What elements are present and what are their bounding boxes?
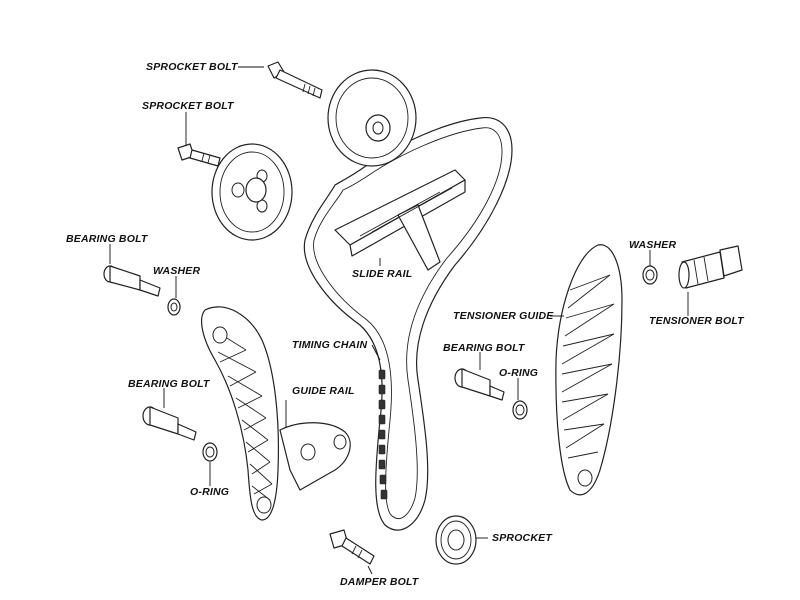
cam-sprocket-mid xyxy=(211,143,293,241)
label-sprocket: SPROCKET xyxy=(492,532,552,544)
cam-sprocket-top xyxy=(327,69,417,167)
o-ring-right xyxy=(512,400,528,420)
label-sprocket-bolt-top: SPROCKET BOLT xyxy=(146,61,238,73)
leader-lines xyxy=(109,66,689,575)
bearing-bolt-left xyxy=(103,265,161,297)
washer-right xyxy=(642,265,658,285)
o-ring-left xyxy=(202,442,218,462)
label-washer-right: WASHER xyxy=(629,239,677,251)
sprocket-bolt-top xyxy=(267,61,323,99)
bearing-bolt-lower xyxy=(142,406,197,441)
tensioner-guide xyxy=(555,244,623,496)
label-bearing-bolt-lower: BEARING BOLT xyxy=(128,378,210,390)
label-bearing-bolt-left: BEARING BOLT xyxy=(66,233,148,245)
washer-left xyxy=(167,298,181,316)
label-guide-rail: GUIDE RAIL xyxy=(292,385,355,397)
bearing-bolt-right xyxy=(454,368,505,401)
crank-sprocket xyxy=(435,515,477,565)
label-tensioner-guide: TENSIONER GUIDE xyxy=(453,310,554,322)
sprocket-bolt-mid xyxy=(177,143,221,167)
label-washer-left: WASHER xyxy=(153,265,201,277)
label-sprocket-bolt-mid: SPROCKET BOLT xyxy=(142,100,234,112)
tensioner-bolt xyxy=(678,245,743,289)
label-tensioner-bolt: TENSIONER BOLT xyxy=(649,315,744,327)
label-slide-rail: SLIDE RAIL xyxy=(352,268,413,280)
label-o-ring-right: O-RING xyxy=(499,367,539,379)
slide-rail xyxy=(334,169,466,271)
damper-bolt xyxy=(329,529,375,565)
label-o-ring-left: O-RING xyxy=(190,486,230,498)
label-damper-bolt: DAMPER BOLT xyxy=(340,576,419,588)
label-timing-chain: TIMING CHAIN xyxy=(292,339,368,351)
label-bearing-bolt-right: BEARING BOLT xyxy=(443,342,525,354)
guide-rail xyxy=(201,306,351,521)
